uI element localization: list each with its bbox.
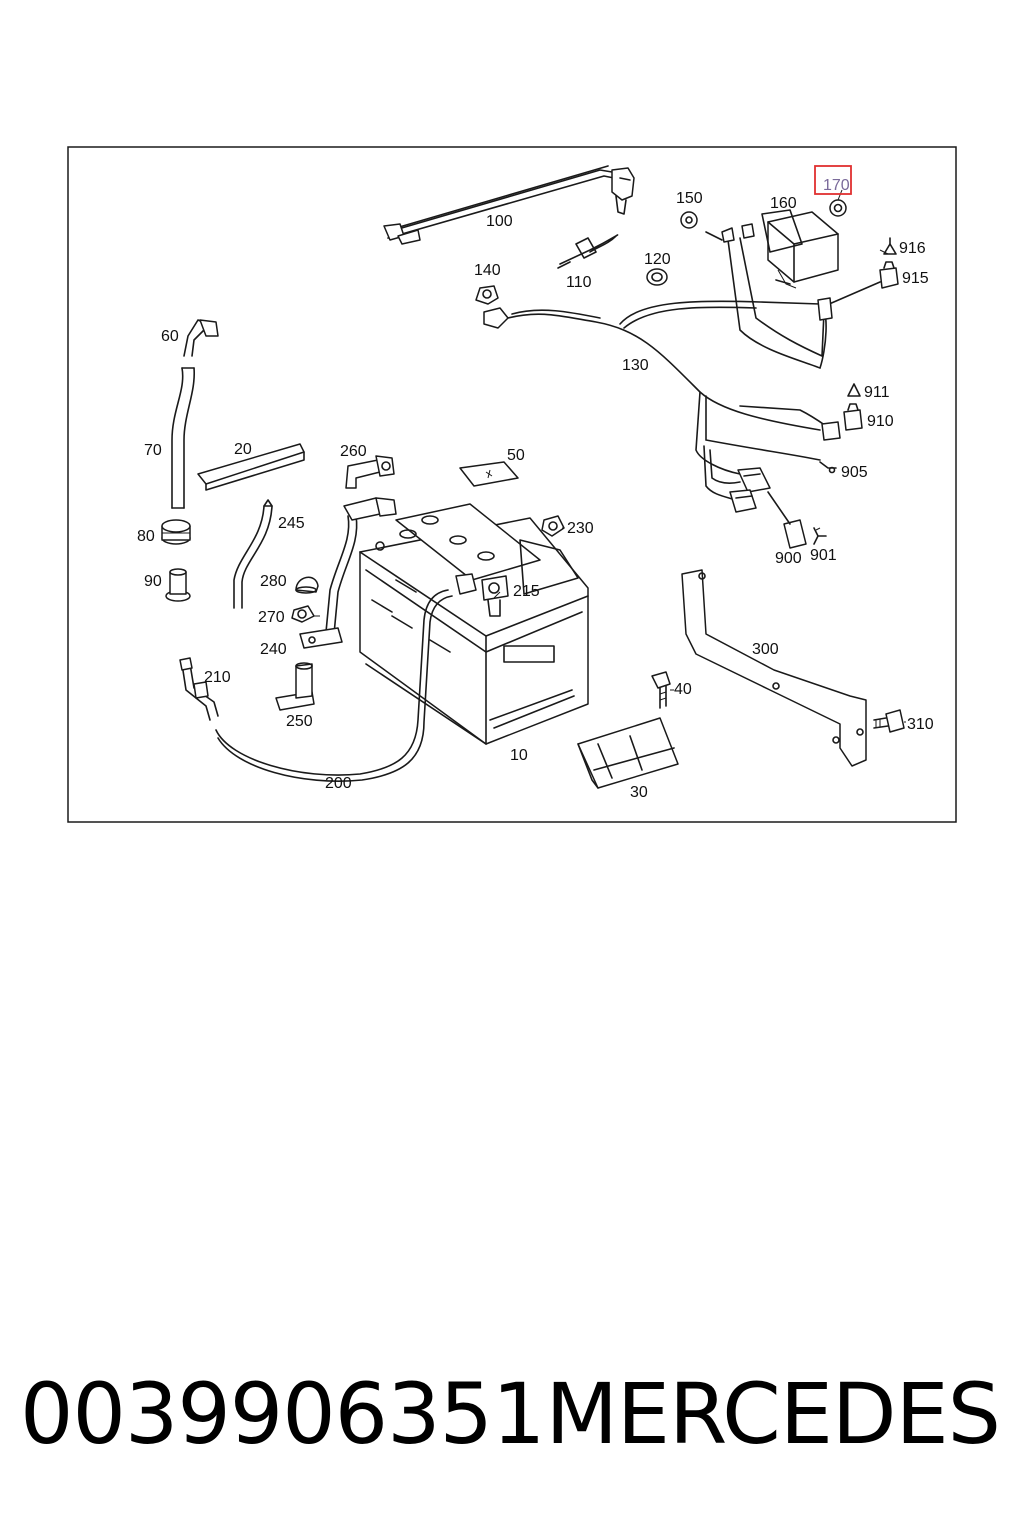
part-110-cable-tie — [557, 234, 619, 269]
part-number-caption: 0039906351 — [20, 1365, 545, 1463]
callout-200: 200 — [325, 775, 352, 792]
callout-310: 310 — [907, 716, 934, 733]
part-916-terminal — [883, 237, 897, 255]
callout-10: 10 — [510, 747, 528, 764]
part-210-cable-end — [179, 657, 219, 721]
part-230-nut — [541, 515, 565, 537]
part-900-connector — [767, 491, 807, 549]
part-200-battery-cable — [215, 589, 453, 782]
part-280-cap — [295, 576, 319, 594]
callout-910: 910 — [867, 413, 894, 430]
part-160-module — [761, 209, 839, 289]
callout-100: 100 — [486, 213, 513, 230]
callout-150: 150 — [676, 190, 703, 207]
callout-50: 50 — [507, 447, 525, 464]
part-50-cover-plate — [459, 461, 519, 487]
callout-901: 901 — [810, 547, 837, 564]
part-300-bracket — [681, 569, 867, 767]
part-90-plug — [165, 568, 191, 602]
part-150-washer — [680, 211, 698, 229]
callout-140: 140 — [474, 262, 501, 279]
part-310-bolt — [873, 709, 905, 733]
callout-90: 90 — [144, 573, 162, 590]
callout-916: 916 — [899, 240, 926, 257]
part-250-bracket — [275, 662, 315, 711]
part-215-pole-terminal — [455, 573, 509, 617]
part-905-terminal — [819, 461, 837, 474]
callout-labels: 100 110 120 130 140 150 160 170 916 915 … — [137, 177, 934, 801]
callout-230: 230 — [567, 520, 594, 537]
callout-240: 240 — [260, 641, 287, 658]
callout-911: 911 — [864, 384, 890, 401]
part-901-terminal — [813, 527, 827, 545]
callout-60: 60 — [161, 328, 179, 345]
callout-245: 245 — [278, 515, 305, 532]
part-100-cable — [383, 165, 635, 245]
callout-80: 80 — [137, 528, 155, 545]
part-60-hose-elbow — [183, 319, 219, 357]
callout-20: 20 — [234, 441, 252, 458]
callout-70: 70 — [144, 442, 162, 459]
leader-lines — [314, 189, 906, 723]
callout-915: 915 — [902, 270, 929, 287]
callout-300: 300 — [752, 641, 779, 658]
callout-130: 130 — [622, 357, 649, 374]
part-40-bolt — [651, 671, 671, 709]
part-10-battery — [359, 503, 589, 745]
part-260-terminal-clamp — [345, 455, 395, 489]
part-80-grommet — [161, 519, 191, 545]
callout-170: 170 — [823, 177, 850, 194]
part-120-grommet — [646, 268, 668, 286]
callout-900: 900 — [775, 550, 802, 567]
part-245-vent-hose — [233, 499, 273, 609]
part-130-wiring-harness — [483, 223, 881, 513]
callout-270: 270 — [258, 609, 285, 626]
callout-250: 250 — [286, 713, 313, 730]
part-910-connector — [843, 403, 863, 431]
callout-215: 215 — [513, 583, 540, 600]
part-170-washer — [829, 199, 847, 217]
callout-120: 120 — [644, 251, 671, 268]
callout-160: 160 — [770, 195, 797, 212]
callout-110: 110 — [566, 274, 592, 291]
part-270-nut — [291, 605, 315, 623]
brand-caption: MERCEDES — [545, 1365, 1001, 1463]
part-20-cover-strip — [197, 443, 305, 491]
callout-40: 40 — [674, 681, 692, 698]
part-70-hose — [171, 367, 195, 509]
part-915-connector — [879, 261, 899, 289]
callout-210: 210 — [204, 669, 231, 686]
callout-260: 260 — [340, 443, 367, 460]
highlight-box-170 — [814, 165, 852, 195]
part-30-hold-down-clamp — [577, 717, 679, 789]
callout-30: 30 — [630, 784, 648, 801]
callout-280: 280 — [260, 573, 287, 590]
part-140-nut — [475, 285, 499, 305]
callout-905: 905 — [841, 464, 868, 481]
part-240-ground-cable — [299, 497, 397, 649]
